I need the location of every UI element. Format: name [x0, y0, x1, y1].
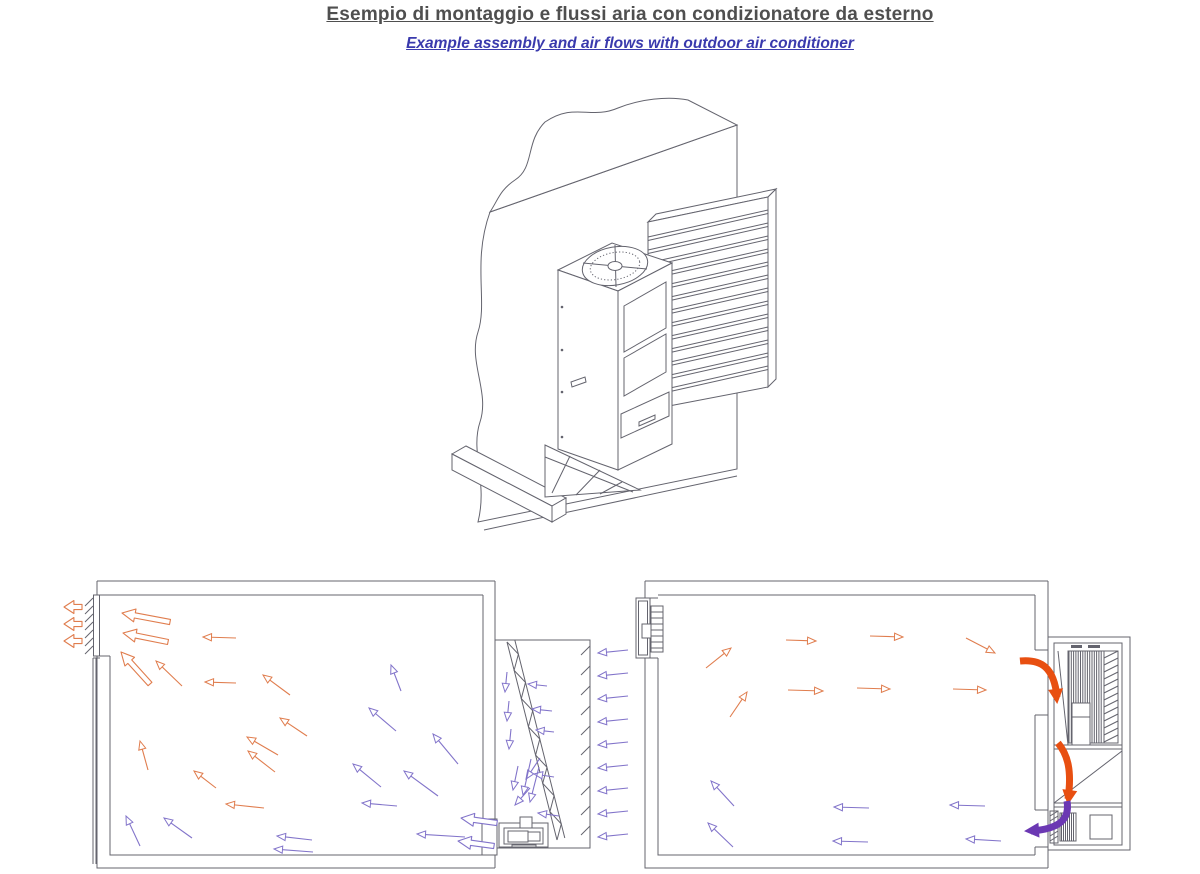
iso-conditioner-unit: [556, 242, 674, 471]
page-subtitle: Example assembly and air flows with outd…: [406, 35, 854, 52]
left-diagram-arrows: [63, 599, 629, 855]
iso-louver-slats: [647, 209, 769, 397]
supply-fan-unit: [498, 816, 549, 849]
right-airflow-plan-diagram: [635, 580, 1131, 869]
wall-exhaust-fan-unit: [635, 597, 664, 659]
exhaust-louver-ticks: [84, 597, 94, 655]
left-duct-compartment: [495, 639, 591, 849]
air-filter: [506, 639, 566, 841]
ducted-conditioner-unit: [1047, 636, 1131, 851]
iso-top-fan-icon: [581, 244, 649, 288]
left-airflow-plan-diagram: [63, 580, 629, 869]
right-diagram-arrows: [705, 632, 1078, 848]
cond-grille-hatch: [1103, 650, 1119, 743]
page-header: Esempio di montaggio e flussi aria con c…: [40, 0, 1200, 53]
iso-louver-grille-panel: [646, 187, 778, 411]
iso-support-bracket: [544, 444, 642, 498]
page-title: Esempio di montaggio e flussi aria con c…: [326, 4, 934, 25]
exhaust-wall-louver: [84, 594, 100, 657]
right-room-walls: [644, 580, 1049, 869]
isometric-assembly-drawing: [450, 97, 778, 531]
iso-wall-base: [450, 445, 568, 523]
intake-louver-ticks: [580, 645, 591, 836]
wall-fan-louver-lines: [651, 611, 663, 649]
left-room-walls: [92, 580, 496, 869]
